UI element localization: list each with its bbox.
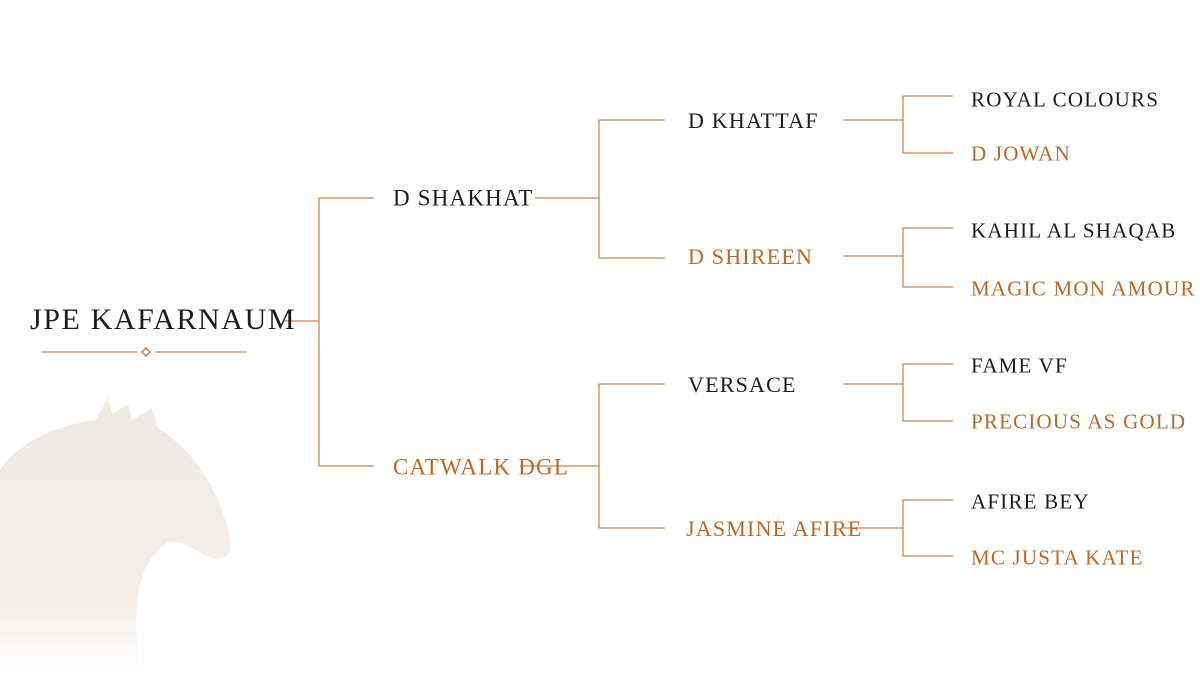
dam-name: CATWALK DGL [393, 454, 570, 480]
dam-dam-name: JASMINE AFIRE [686, 516, 863, 541]
bracket-sire-sire [902, 95, 953, 154]
bracket-dam-sire [902, 363, 953, 422]
gen4-name: MC JUSTA KATE [971, 545, 1144, 570]
gen4-name: FAME VF [971, 353, 1068, 378]
gen4-name: ROYAL COLOURS [971, 87, 1160, 112]
sire-dam-name: D SHIREEN [688, 244, 814, 269]
gen4-name: KAHIL AL SHAQAB [971, 218, 1177, 243]
diamond-icon [141, 347, 151, 357]
bracket-dam-dam [902, 499, 953, 557]
bracket-parents [318, 197, 374, 467]
gen4-name: D JOWAN [971, 141, 1071, 166]
dam-sire-name: VERSACE [688, 372, 797, 397]
subject-name: JPE KAFARNAUM [30, 303, 297, 336]
gen4-name: PRECIOUS AS GOLD [971, 409, 1187, 434]
horse-head-icon [0, 398, 231, 675]
sire-sire-name: D KHATTAF [688, 108, 819, 133]
sire-name: D SHAKHAT [393, 185, 534, 211]
bracket-dam [598, 383, 665, 529]
gen4-name: AFIRE BEY [971, 489, 1090, 514]
bracket-sire-dam [902, 227, 953, 288]
bracket-sire [598, 119, 665, 259]
gen4-name: MAGIC MON AMOUR [971, 276, 1196, 301]
